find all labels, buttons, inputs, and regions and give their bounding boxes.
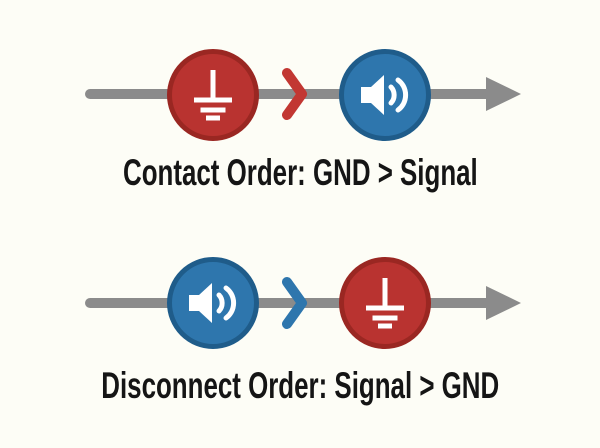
chevron-right-icon <box>282 68 307 120</box>
signal-node <box>167 257 259 349</box>
signal-node <box>339 49 431 141</box>
disconnect-order-caption: Disconnect Order: Signal > GND <box>0 367 600 404</box>
speaker-icon <box>361 75 409 115</box>
speaker-icon <box>189 283 237 323</box>
contact-order-caption-text: Contact Order: GND > Signal <box>122 152 478 193</box>
arrowhead-icon <box>486 77 521 111</box>
chevron-right-icon <box>282 277 307 329</box>
ground-node <box>339 257 431 349</box>
ground-icon <box>366 278 404 329</box>
arrowhead-icon <box>486 286 521 320</box>
ground-node <box>167 49 259 141</box>
contact-order-caption: Contact Order: GND > Signal <box>0 154 600 191</box>
ground-icon <box>194 70 232 121</box>
disconnect-order-caption-text: Disconnect Order: Signal > GND <box>101 365 499 406</box>
